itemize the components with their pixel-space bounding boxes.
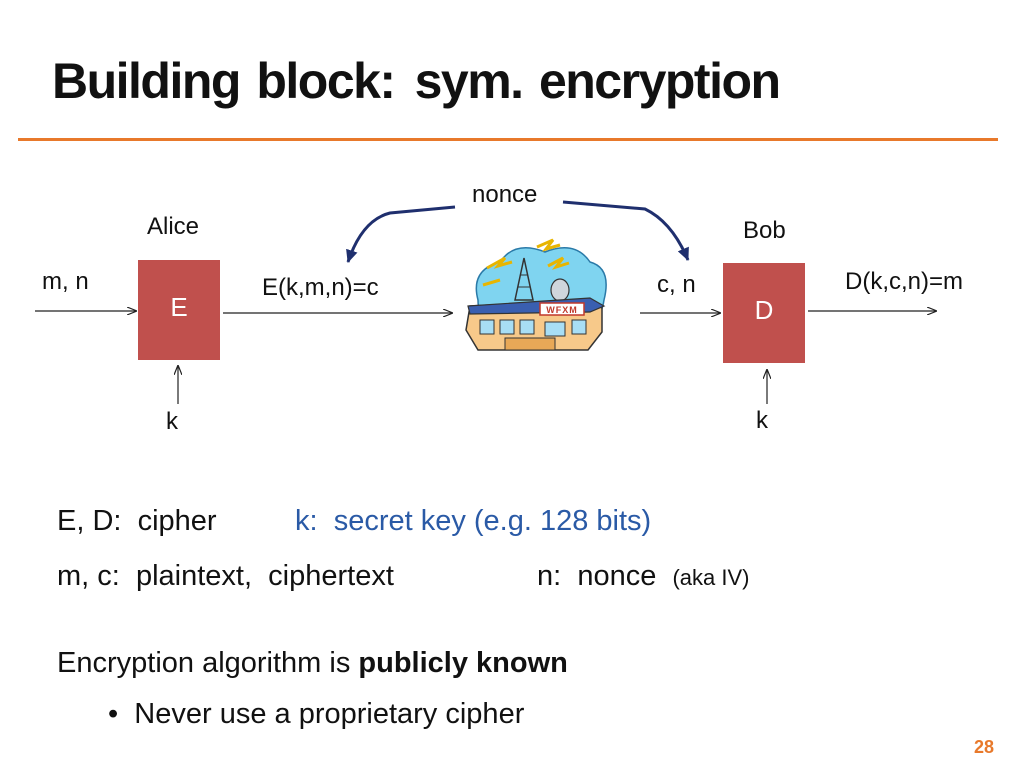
definition-k-value: secret key (e.g. 128 bits) xyxy=(333,505,652,537)
nonce-label: nonce xyxy=(472,181,538,208)
definition-n: n: nonce (aka IV) xyxy=(537,560,749,593)
algorithm-statement-bold: publicly known xyxy=(358,647,568,679)
encrypt-box-label: E xyxy=(170,291,188,322)
encrypt-box: E xyxy=(138,260,220,360)
bullet-dot: • xyxy=(108,698,119,730)
definition-mc-label: m, c: xyxy=(57,560,120,592)
alice-label: Alice xyxy=(147,213,200,240)
definition-n-label: n: xyxy=(537,560,562,592)
algorithm-statement: Encryption algorithm is publicly known xyxy=(57,647,568,680)
station-sign: WFXM xyxy=(546,305,578,315)
decrypt-box-label: D xyxy=(754,294,774,325)
bullet-text: Never use a proprietary cipher xyxy=(134,698,525,730)
definition-n-value: nonce xyxy=(577,560,657,592)
received-label: c, n xyxy=(657,271,696,298)
decrypt-box: D xyxy=(723,263,805,363)
key-right-label: k xyxy=(756,407,768,434)
title-part-1: Building block: xyxy=(52,53,396,109)
title-part-2: sym. encryption xyxy=(414,53,781,109)
bob-label: Bob xyxy=(743,217,786,244)
page-number: 28 xyxy=(973,737,994,757)
definition-mc-value: plaintext, ciphertext xyxy=(135,560,394,592)
ciphertext-label: E(k,m,n)=c xyxy=(262,274,379,301)
input-label: m, n xyxy=(42,268,89,295)
slide-title: Building block: sym. encryption xyxy=(52,52,781,110)
bullet-item: • Never use a proprietary cipher xyxy=(108,698,524,731)
definition-mc: m, c: plaintext, ciphertext xyxy=(57,560,394,593)
title-divider xyxy=(18,138,998,141)
definition-n-note: (aka IV) xyxy=(672,565,750,590)
radio-station-icon: WFXM xyxy=(465,238,607,351)
output-label: D(k,c,n)=m xyxy=(845,268,964,295)
definition-ed-label: E, D: xyxy=(57,505,122,537)
definition-ed-value: cipher xyxy=(137,505,217,537)
definition-ed: E, D: cipher xyxy=(57,505,217,538)
key-left-label: k xyxy=(166,408,178,435)
algorithm-statement-prefix: Encryption algorithm is xyxy=(57,647,359,679)
nonce-arrow-left xyxy=(346,205,456,263)
definition-k-label: k: xyxy=(295,505,318,537)
nonce-arrow-right xyxy=(562,200,690,261)
definition-k: k: secret key (e.g. 128 bits) xyxy=(295,505,651,538)
